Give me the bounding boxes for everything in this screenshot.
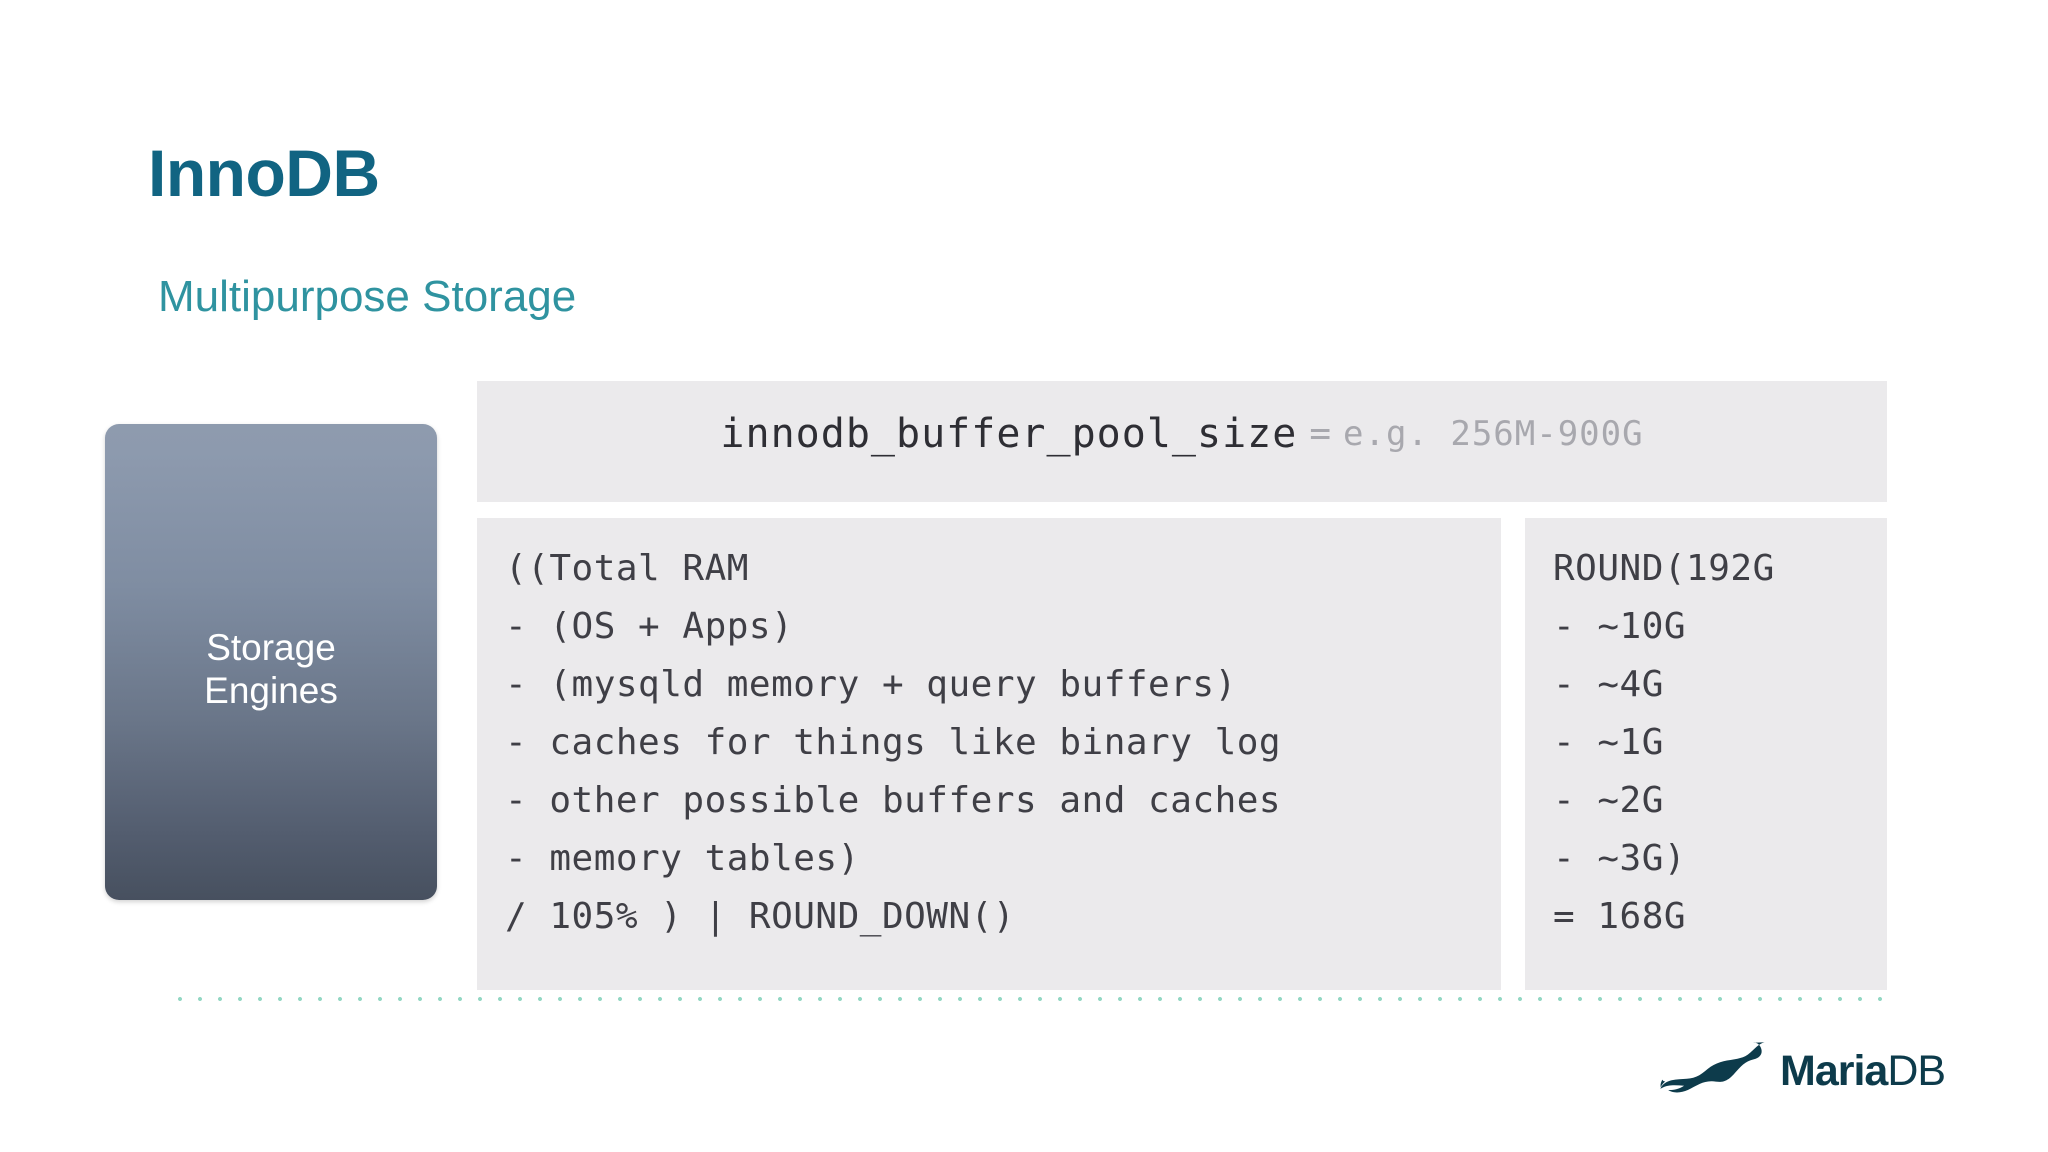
example-line: - ~10G [1553, 606, 1687, 647]
formula-line: - other possible buffers and caches [505, 780, 1282, 821]
page-subtitle: Multipurpose Storage [158, 272, 577, 321]
buffer-pool-size-banner: innodb_buffer_pool_size = e.g. 256M-900G [477, 381, 1887, 502]
formula-line: / 105% ) | ROUND_DOWN() [505, 896, 1015, 937]
formula-line-list: ((Total RAM - (OS + Apps) - (mysqld memory… [477, 518, 1281, 946]
storage-engines-label: Storage Engines [105, 627, 437, 712]
example-line: - ~4G [1553, 664, 1664, 705]
formula-line: - memory tables) [505, 838, 860, 879]
formula-line: - caches for things like binary log [505, 722, 1282, 763]
mariadb-wordmark-primary: Maria [1780, 1046, 1888, 1095]
example-line: - ~3G) [1553, 838, 1687, 879]
formula-panel: ((Total RAM - (OS + Apps) - (mysqld memory… [477, 518, 1501, 990]
formula-line: ((Total RAM [505, 548, 749, 589]
mariadb-wordmark: MariaDB [1780, 1046, 1946, 1095]
storage-engines-card: Storage Engines [105, 424, 437, 900]
example-line: ROUND(192G [1553, 548, 1775, 589]
buffer-pool-size-equals: = [1309, 413, 1331, 454]
formula-line: - (OS + Apps) [505, 606, 794, 647]
buffer-pool-size-variable: innodb_buffer_pool_size [720, 410, 1298, 457]
example-line: = 168G [1553, 896, 1687, 937]
storage-engines-label-line2: Engines [204, 670, 338, 711]
example-panel: ROUND(192G - ~10G - ~4G - ~1G - ~2G - ~3G) = 1… [1525, 518, 1887, 990]
formula-line: - (mysqld memory + query buffers) [505, 664, 1237, 705]
example-line: - ~1G [1553, 722, 1664, 763]
example-line: - ~2G [1553, 780, 1664, 821]
example-line-list: ROUND(192G - ~10G - ~4G - ~1G - ~2G - ~3G) = 1… [1525, 518, 1775, 946]
sea-lion-icon [1660, 1040, 1772, 1103]
mariadb-logo: MariaDB [1660, 1040, 1946, 1103]
dotted-divider [170, 996, 1892, 1002]
mariadb-wordmark-secondary: DB [1887, 1046, 1946, 1095]
buffer-pool-size-line: innodb_buffer_pool_size = e.g. 256M-900G [477, 381, 1887, 502]
page-title: InnoDB [148, 136, 380, 210]
buffer-pool-size-value: e.g. 256M-900G [1343, 413, 1644, 454]
storage-engines-label-line1: Storage [206, 627, 336, 669]
